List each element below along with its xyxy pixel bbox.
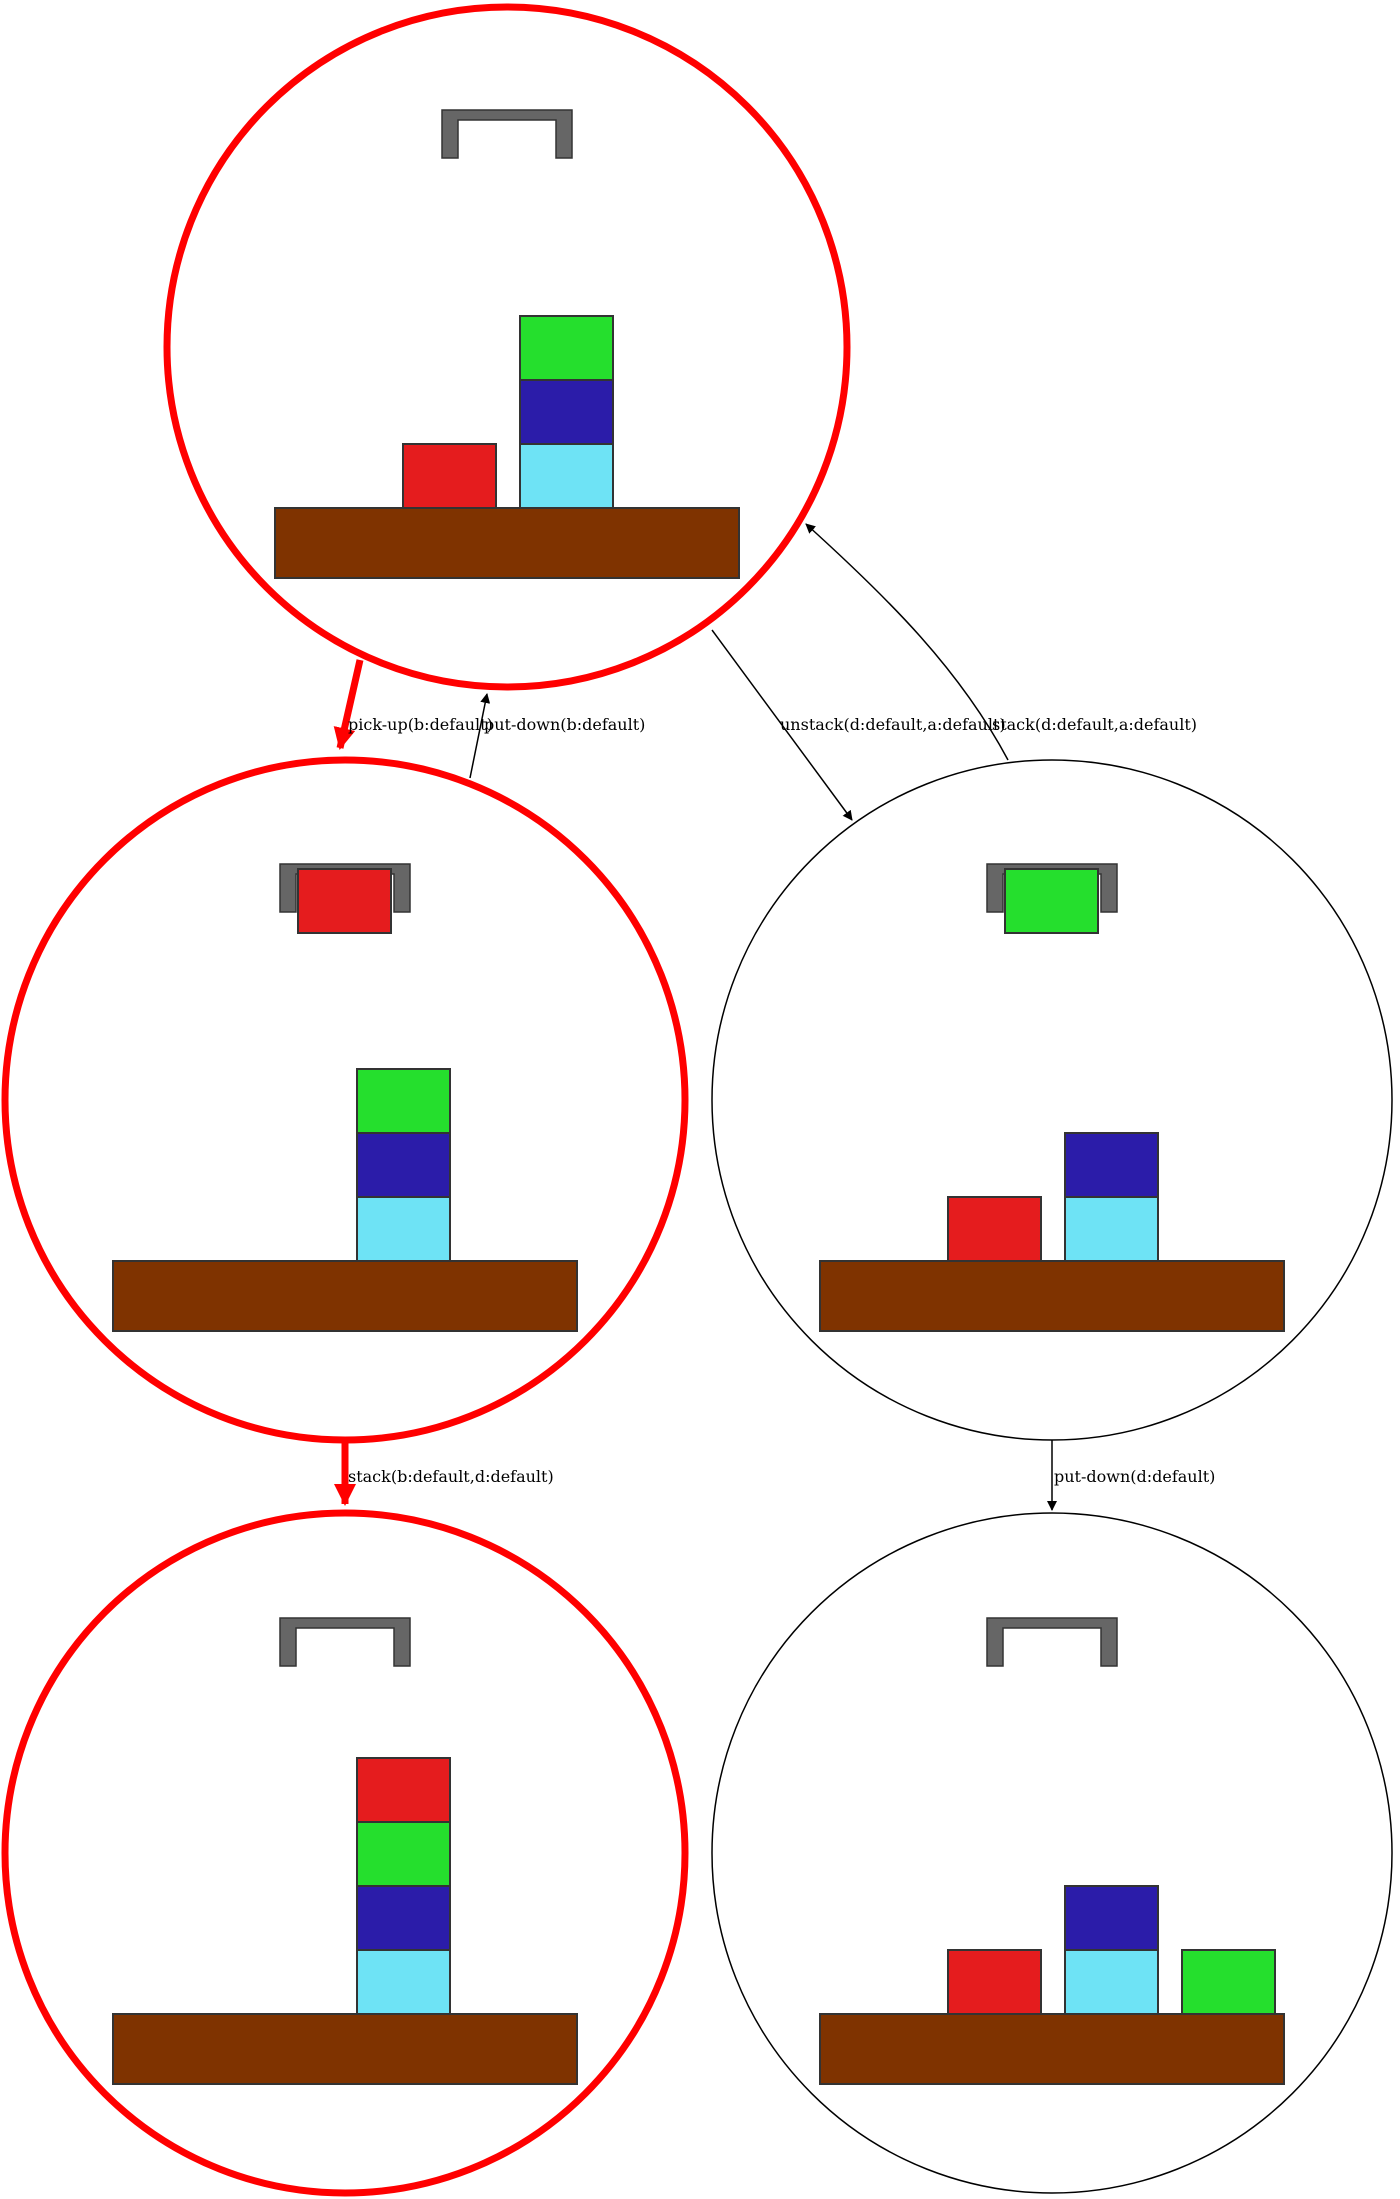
- edge-putdown-d: put-down(d:default): [1047, 1440, 1215, 1511]
- state-circle: [163, 3, 851, 691]
- gripper-icon: [279, 863, 411, 934]
- block: [947, 1949, 1042, 2015]
- gripper-icon: [986, 863, 1118, 934]
- edge-pickup-b: pick-up(b:default): [333, 659, 493, 750]
- blocks: [402, 315, 614, 509]
- edge-line: [805, 523, 1009, 761]
- block: [356, 1821, 451, 1887]
- state-node: [711, 759, 1393, 1441]
- blocks: [947, 1132, 1159, 1262]
- state-circle: [1, 756, 689, 1444]
- edge-line: [469, 693, 491, 779]
- blocks: [947, 1885, 1276, 2015]
- table: [819, 1260, 1285, 1332]
- state-circle: [1, 1509, 689, 2197]
- block: [356, 1196, 451, 1262]
- edge-line: [711, 629, 853, 821]
- block: [356, 1757, 451, 1823]
- gripper-icon: [279, 1617, 411, 1667]
- state-node: [711, 1512, 1393, 2194]
- edge-line: [333, 659, 364, 750]
- table: [112, 1260, 578, 1332]
- block: [519, 443, 614, 509]
- transitions: pick-up(b:default) put-down(b:default) u…: [333, 523, 1215, 1511]
- block-held: [1004, 868, 1099, 934]
- state-node: [1, 756, 689, 1444]
- table: [112, 2013, 578, 2085]
- table: [819, 2013, 1285, 2085]
- edge-label: put-down(d:default): [1054, 1467, 1215, 1486]
- block: [356, 1885, 451, 1951]
- block: [519, 315, 614, 381]
- table: [274, 507, 740, 579]
- block: [356, 1949, 451, 2015]
- block: [402, 443, 497, 509]
- block: [356, 1132, 451, 1198]
- block: [1064, 1196, 1159, 1262]
- edge-label: pick-up(b:default): [348, 715, 493, 734]
- edge-label: stack(d:default,a:default): [992, 715, 1197, 734]
- edge-label: unstack(d:default,a:default): [780, 715, 1006, 734]
- state-node: [163, 3, 851, 691]
- block: [1064, 1949, 1159, 2015]
- edge-stack-d: stack(d:default,a:default): [805, 523, 1197, 761]
- block-held: [297, 868, 392, 934]
- block: [1181, 1949, 1276, 2015]
- gripper-icon: [441, 109, 573, 159]
- blocks: [356, 1068, 451, 1262]
- block: [1064, 1132, 1159, 1198]
- block: [1064, 1885, 1159, 1951]
- block: [947, 1196, 1042, 1262]
- edge-stack-b: stack(b:default,d:default): [334, 1440, 554, 1506]
- state-node: [1, 1509, 689, 2197]
- edge-putdown-b: put-down(b:default): [469, 693, 645, 779]
- block: [356, 1068, 451, 1134]
- gripper-icon: [986, 1617, 1118, 1667]
- edge-label: put-down(b:default): [484, 715, 645, 734]
- state-circle: [711, 1512, 1393, 2194]
- state-circle: [711, 759, 1393, 1441]
- block: [519, 379, 614, 445]
- edge-label: stack(b:default,d:default): [348, 1467, 554, 1486]
- edge-unstack-d: unstack(d:default,a:default): [711, 629, 1006, 821]
- blocks: [356, 1757, 451, 2015]
